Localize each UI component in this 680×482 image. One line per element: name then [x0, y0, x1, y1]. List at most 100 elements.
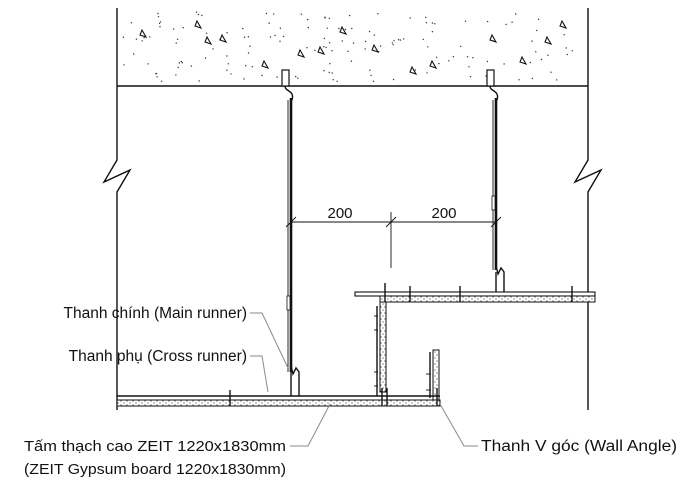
aggregate-dot [160, 80, 163, 83]
aggregate-dot [242, 27, 244, 30]
aggregate-dot [282, 35, 285, 38]
aggregate-dot [328, 71, 330, 74]
aggregate-dot [364, 48, 366, 50]
leader-lines [250, 312, 478, 447]
aggregate-dot [226, 32, 228, 34]
aggregate-dot [486, 60, 489, 63]
aggregate-dot [268, 22, 270, 24]
aggregate-dot [135, 38, 138, 40]
aggregate-dot [414, 69, 416, 71]
dimension-right-text: 200 [431, 205, 456, 222]
aggregate-dot [556, 79, 558, 81]
aggregate-dot [297, 77, 299, 79]
aggregate-dot [249, 45, 251, 47]
aggregate-dot [466, 56, 469, 58]
aggregate-dot [435, 56, 438, 58]
concrete-slab [116, 8, 589, 87]
aggregate-dot [247, 36, 250, 38]
aggregate-dot [182, 27, 184, 29]
aggregate-dot [328, 17, 331, 19]
aggregate-dot [325, 46, 327, 49]
aggregate-dot [352, 42, 355, 44]
aggregate-dot [422, 38, 424, 41]
aggregate-dot [536, 29, 538, 32]
aggregate-dot [175, 42, 177, 44]
aggregate-dot [540, 58, 543, 61]
aggregate-dot [247, 52, 250, 54]
aggregate-dot [157, 16, 160, 18]
gypsum-board-label-vi: Tấm thạch cao ZEIT 1220x1830mm [24, 438, 286, 455]
aggregate-dot [143, 37, 145, 39]
aggregate-dot [212, 48, 214, 50]
aggregate-dot [531, 77, 534, 80]
aggregate-dot [505, 23, 507, 26]
aggregate-triangle [544, 35, 553, 45]
aggregate-dot [372, 80, 375, 83]
aggregate-dot [341, 40, 343, 42]
aggregate-dot [159, 21, 162, 23]
aggregate-dot [452, 56, 455, 58]
aggregate-dot [157, 12, 159, 15]
aggregate-dot [324, 17, 326, 19]
aggregate-dot [518, 79, 520, 81]
aggregate-triangle [261, 59, 270, 69]
aggregate-dot [328, 42, 331, 44]
dimension-line: 200 200 [285, 205, 502, 268]
aggregate-dot [175, 74, 177, 76]
aggregate-dot [130, 22, 132, 24]
aggregate-dot [269, 36, 272, 38]
aggregate-triangle [219, 33, 228, 43]
aggregate-dot [550, 71, 552, 73]
aggregate-dot [336, 80, 338, 83]
aggregate-dot [434, 23, 436, 25]
aggregate-dot [472, 57, 474, 59]
aggregate-dot [369, 69, 371, 71]
aggregate-dot [329, 63, 331, 65]
aggregate-dot [531, 40, 533, 42]
aggregate-dot [351, 27, 353, 30]
aggregate-dot [565, 47, 567, 49]
aggregate-dot [173, 28, 175, 30]
aggregate-dot [464, 20, 467, 22]
aggregate-dot [566, 53, 568, 56]
aggregate-triangle [519, 55, 528, 65]
lower-ceiling-board [116, 388, 441, 407]
aggregate-dot [133, 53, 135, 55]
aggregate-dot [426, 72, 428, 74]
aggregate-dot [331, 50, 333, 52]
aggregate-dot [180, 60, 182, 63]
aggregate-dot [392, 44, 394, 46]
aggregate-dot [399, 39, 402, 41]
bulkhead-board [374, 301, 387, 396]
aggregate-dot [147, 63, 149, 65]
aggregate-dot [295, 75, 297, 78]
aggregate-dot [326, 27, 328, 29]
aggregate-dot [178, 62, 180, 64]
gypsum-board-label-en: (ZEIT Gypsum board 1220x1830mm) [24, 461, 286, 478]
aggregate-dot [226, 55, 228, 57]
aggregate-dot [195, 11, 198, 13]
aggregate-dot [515, 13, 517, 15]
aggregate-dot [300, 13, 303, 15]
wall-angle-label: Thanh V góc (Wall Angle) [481, 438, 677, 455]
aggregate-dot [226, 69, 228, 71]
aggregate-dot [123, 64, 125, 66]
aggregate-dot [243, 78, 245, 80]
aggregate-triangle [409, 65, 418, 75]
aggregate-dot [261, 74, 263, 77]
aggregate-dot [393, 40, 395, 42]
aggregate-dot [431, 22, 434, 24]
aggregate-dot [425, 22, 428, 24]
aggregate-triangle [559, 19, 568, 29]
aggregate-dot [350, 60, 353, 62]
aggregate-triangle [429, 59, 438, 69]
aggregate-dot [279, 40, 281, 42]
aggregate-dot [181, 62, 183, 64]
left-wall [102, 86, 132, 410]
left-hanger [281, 69, 300, 396]
cross-runner-label: Thanh phụ (Cross runner) [69, 348, 247, 365]
aggregate-dot [279, 27, 282, 29]
aggregate-dot [158, 22, 161, 25]
aggregate-dot [201, 14, 203, 17]
aggregate-triangle [194, 19, 203, 29]
